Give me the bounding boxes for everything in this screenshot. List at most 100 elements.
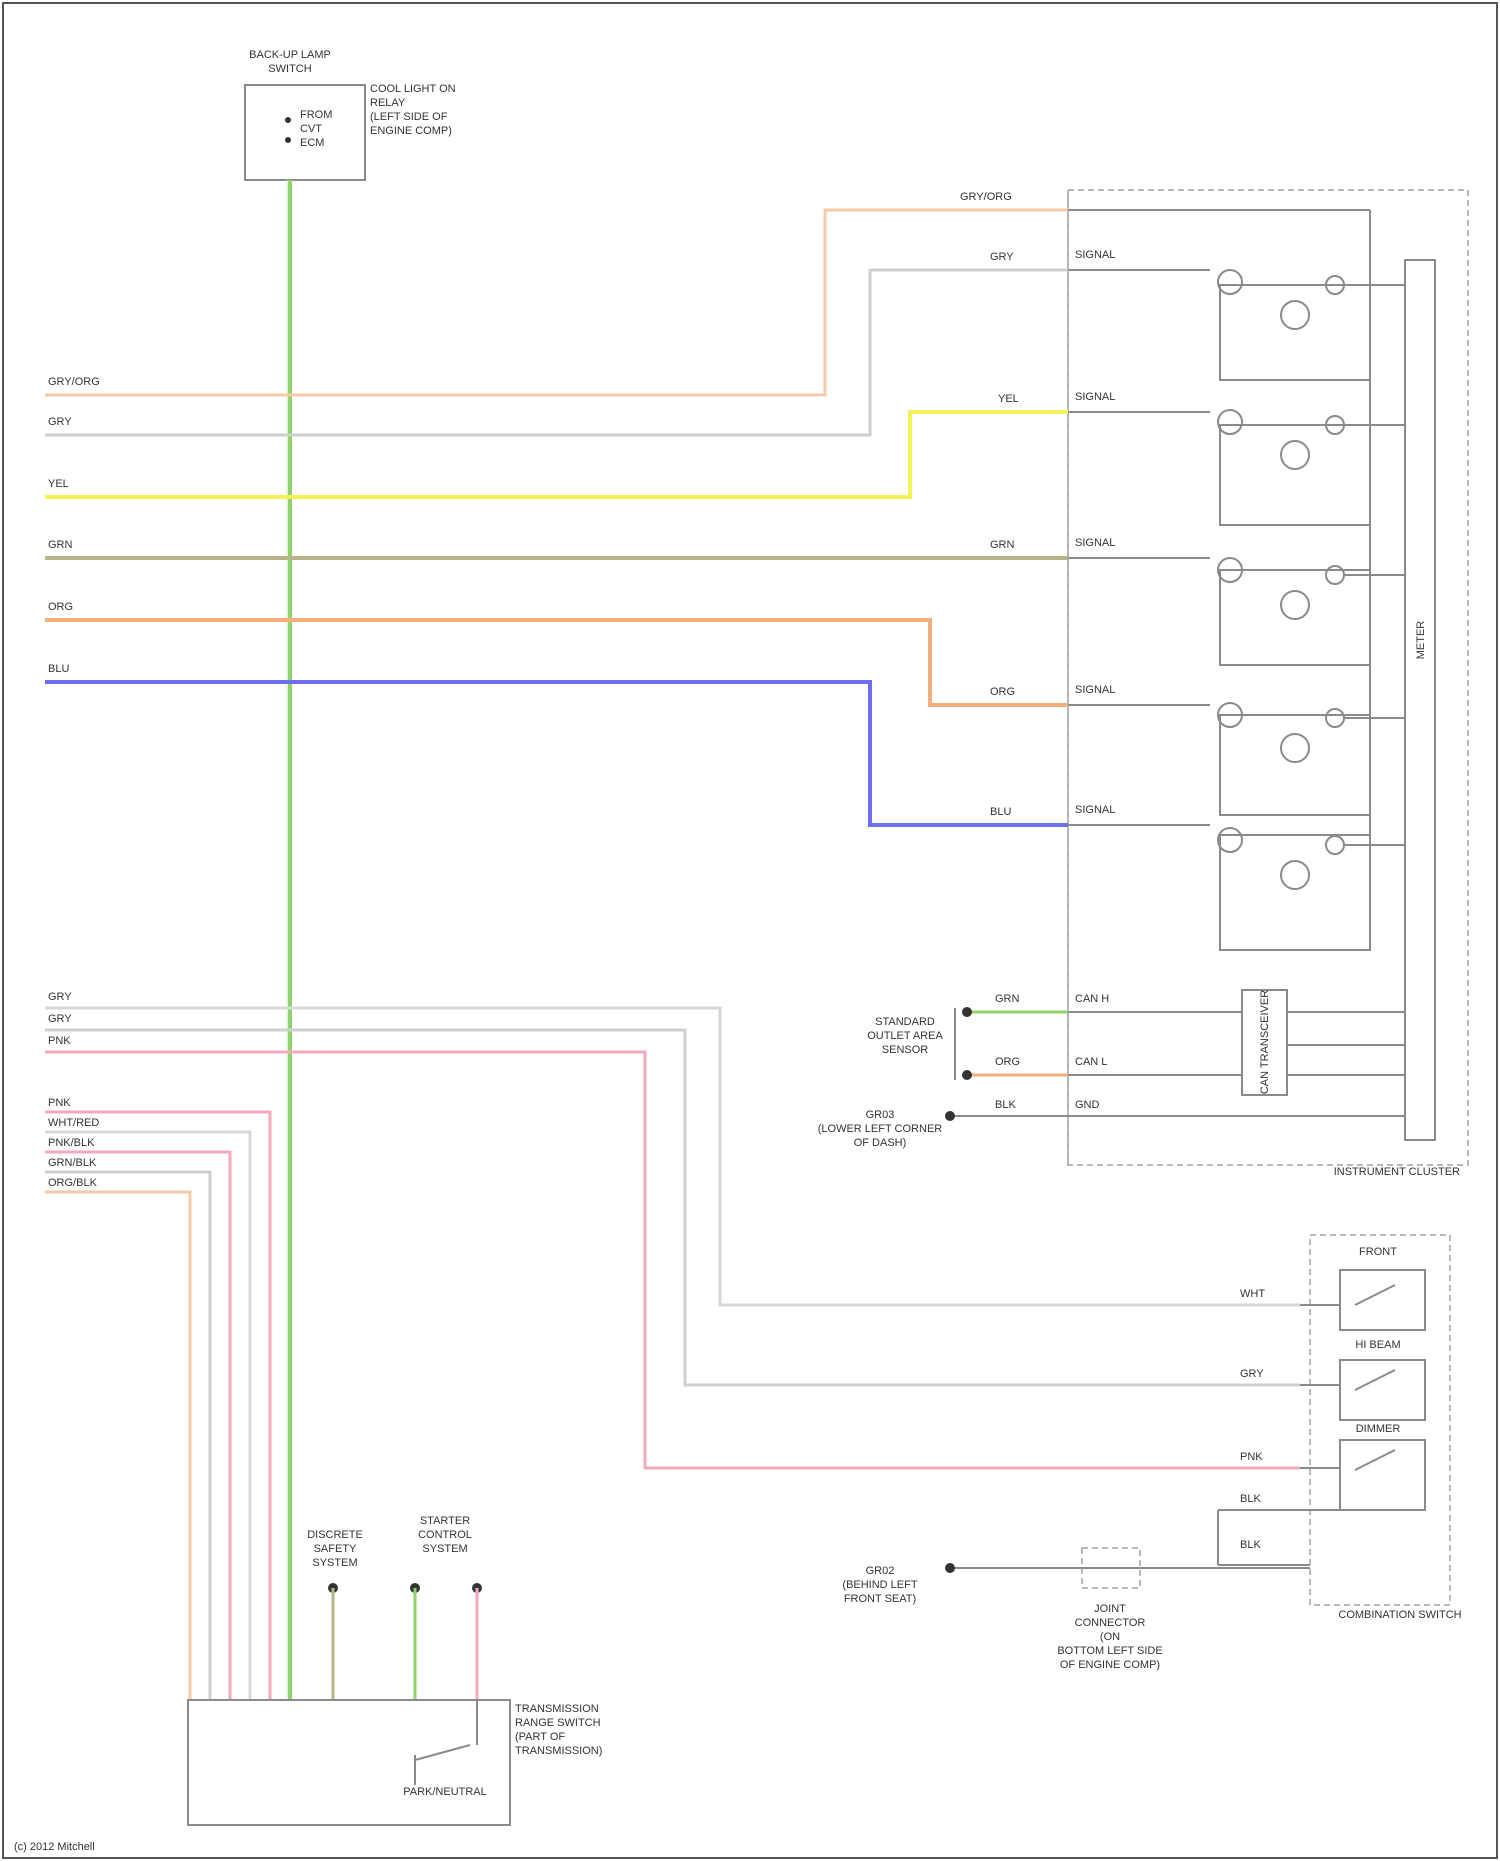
ground-label-1: GR03 [866, 1109, 895, 1121]
sw-wire-5: BLK [1240, 1539, 1261, 1551]
stage-2-transistor-b [1281, 441, 1309, 469]
stage-1: SIGNAL [1068, 249, 1405, 380]
stage-1-transistor-b [1281, 301, 1309, 329]
stage-1-signal: SIGNAL [1075, 249, 1115, 261]
top-pin-2: CVT [300, 123, 322, 135]
bot-label-1: PNK [48, 1097, 71, 1109]
pressure-label-1: STANDARD [875, 1016, 935, 1028]
can-mid-1: CAN H [1075, 993, 1109, 1005]
can-section: CAN TRANSCEIVER GRN ORG BLK CAN H CAN L … [818, 990, 1405, 1149]
stage-3-body [1220, 570, 1370, 665]
bot-label-4: GRN/BLK [48, 1157, 97, 1169]
top-side-3: (LEFT SIDE OF [370, 111, 448, 123]
stage-3-signal: SIGNAL [1075, 537, 1115, 549]
driver-ladder: SIGNAL SIGNAL SIGNAL SIGNA [1068, 210, 1405, 950]
can-wire-3: BLK [995, 1099, 1016, 1111]
joint-label-4: BOTTOM LEFT SIDE [1057, 1645, 1162, 1657]
meter-label: METER [1415, 621, 1427, 660]
item1-label-1: DISCRETE [307, 1529, 363, 1541]
stage-5-transistor-a [1218, 828, 1242, 852]
footer-text: (c) 2012 Mitchell [14, 1841, 95, 1853]
wire-label-gry: GRY [48, 416, 72, 428]
stage-2-signal: SIGNAL [1075, 391, 1115, 403]
trans-label-2: RANGE SWITCH [515, 1717, 601, 1729]
switch-front-blade [1355, 1285, 1395, 1305]
item2-label-2: CONTROL [418, 1529, 472, 1541]
meter-bus [1405, 260, 1435, 1140]
ladder-label-0: GRY/ORG [960, 191, 1012, 203]
combination-switch: COMBINATION SWITCH FRONT HI BEAM DIMMER … [1218, 1235, 1462, 1621]
stage-5: SIGNAL [1068, 804, 1405, 950]
combination-switch-label: COMBINATION SWITCH [1338, 1609, 1461, 1621]
item1-label-2: SAFETY [314, 1543, 357, 1555]
top-side-2: RELAY [370, 97, 406, 109]
stage-4-transistor-b [1281, 734, 1309, 762]
ladder-label-1: GRY [990, 251, 1014, 263]
top-contact-2 [285, 137, 291, 143]
switch-hibeam-blade [1355, 1370, 1395, 1390]
can-h-dot [962, 1007, 972, 1017]
joint-label-1: JOINT [1094, 1603, 1126, 1615]
wire-bot-org [45, 1192, 190, 1700]
pn-switch-blade [415, 1745, 470, 1760]
trans-label-4: TRANSMISSION) [515, 1745, 602, 1757]
item2-label-3: SYSTEM [422, 1543, 467, 1555]
switch-front-box [1340, 1270, 1425, 1330]
wire-label-yel: YEL [48, 478, 69, 490]
wire-bot-wht [45, 1132, 250, 1700]
can-l-dot [962, 1070, 972, 1080]
can-transceiver-label: CAN TRANSCEIVER [1259, 990, 1271, 1094]
joint-label-2: CONNECTOR [1075, 1617, 1146, 1629]
gnd-dot [945, 1111, 955, 1121]
ground2-label-3: FRONT SEAT) [844, 1593, 916, 1605]
switch-hibeam-box [1340, 1360, 1425, 1420]
sw-wire-1: WHT [1240, 1288, 1265, 1300]
stage-4-lamp [1326, 709, 1344, 727]
ground-label-2: (LOWER LEFT CORNER [818, 1123, 943, 1135]
sw-wire-2: GRY [1240, 1368, 1264, 1380]
ground2-label-1: GR02 [866, 1565, 895, 1577]
stage-1-body [1220, 285, 1370, 380]
wire-yel [45, 412, 1068, 497]
ground2-label-2: (BEHIND LEFT [842, 1579, 917, 1591]
ladder-label-5: BLU [990, 806, 1011, 818]
bot-label-3: PNK/BLK [48, 1137, 95, 1149]
wire-org [45, 620, 1068, 705]
wire-bot-grn [45, 1172, 210, 1700]
wire-bot-pnk-blk [45, 1152, 230, 1700]
sw-wire-4: BLK [1240, 1493, 1261, 1505]
ladder-label-3: GRN [990, 539, 1015, 551]
transmission-switch: TRANSMISSION RANGE SWITCH (PART OF TRANS… [188, 1700, 602, 1825]
bot-label-5: ORG/BLK [48, 1177, 98, 1189]
can-wire-1: GRN [995, 993, 1020, 1005]
joint-label-3: (ON [1100, 1631, 1120, 1643]
sw-wire-3: PNK [1240, 1451, 1263, 1463]
ladder-label-4: ORG [990, 686, 1015, 698]
ground-label-3: OF DASH) [854, 1137, 907, 1149]
frame [3, 3, 1497, 1858]
wire-label-gry-org: GRY/ORG [48, 376, 100, 388]
switch-dimmer-blade [1355, 1450, 1395, 1470]
middle-wires: GRY GRY PNK [45, 991, 1300, 1468]
backup-lamp-label-1: BACK-UP LAMP [249, 49, 331, 61]
wire-label-blu: BLU [48, 663, 69, 675]
stage-3-transistor-b [1281, 591, 1309, 619]
bottom-left-wires: PNK WHT/RED PNK/BLK GRN/BLK ORG/BLK [45, 1097, 270, 1700]
instrument-cluster-label: INSTRUMENT CLUSTER [1334, 1166, 1460, 1178]
pressure-label-2: OUTLET AREA [867, 1030, 943, 1042]
stage-4-body [1220, 715, 1370, 815]
wire-label-grn: GRN [48, 539, 73, 551]
stage-4-signal: SIGNAL [1075, 684, 1115, 696]
left-wire-group: GRY/ORG GRY/ORG GRY GRY YEL YEL GRN GRN … [45, 191, 1068, 825]
wire-mid-pnk [45, 1052, 1300, 1468]
mid-label-3: PNK [48, 1035, 71, 1047]
transmission-box [188, 1700, 510, 1825]
bottom-items: DISCRETE SAFETY SYSTEM STARTER CONTROL S… [307, 1515, 482, 1700]
top-pin-3: ECM [300, 137, 324, 149]
stage-5-lamp [1326, 836, 1344, 854]
stage-4: SIGNAL [1068, 684, 1405, 815]
stage-3: SIGNAL [1068, 537, 1405, 665]
mid-label-2: GRY [48, 1013, 72, 1025]
wire-bot-pnk [45, 1112, 270, 1700]
